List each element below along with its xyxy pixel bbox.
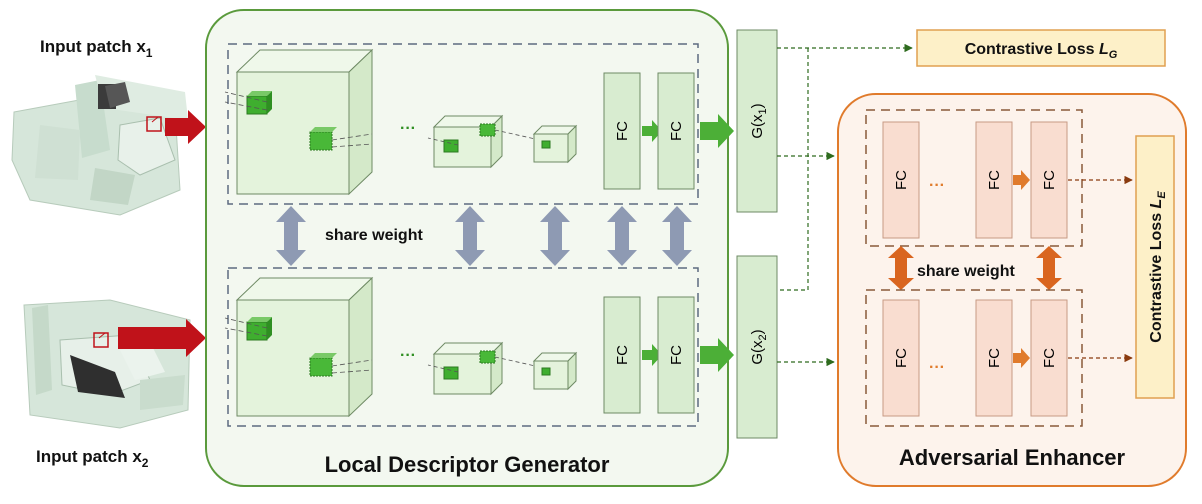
output-arrow-1 <box>700 114 734 148</box>
ellipsis-2: ··· <box>400 347 416 364</box>
point-cloud-2 <box>23 299 191 429</box>
ellipsis-1: ··· <box>400 120 416 137</box>
contrastive-loss-enhancer: Contrastive Loss LE <box>1135 135 1175 399</box>
share-arrow-2 <box>455 206 485 266</box>
fc-arrow-1 <box>642 120 662 142</box>
descriptor-g-x2: G(x2) <box>736 255 778 439</box>
loss-le-label: Contrastive Loss LE <box>1148 191 1168 343</box>
generator-branch-1: ··· FC FC <box>224 43 699 205</box>
enhancer-title: Adversarial Enhancer <box>899 445 1126 470</box>
fc-block-1a <box>603 72 641 190</box>
enhancer-share-weight-label: share weight <box>917 263 1015 280</box>
enhancer-loss-connectors <box>1068 175 1133 363</box>
enhancer-fc-label-1c: FC <box>1041 170 1058 190</box>
conv-cube-large-1 <box>224 48 374 196</box>
generator-share-weight-label: share weight <box>325 227 423 244</box>
generator-branch-2: ··· FC FC <box>224 267 699 427</box>
enhancer-fc-2b <box>975 299 1013 417</box>
enhancer-fc-1c <box>1030 121 1068 239</box>
enhancer-fc-arrow-1 <box>1013 170 1030 190</box>
share-arrow-3 <box>540 206 570 266</box>
loss-lg-label: Contrastive Loss LG <box>965 41 1118 61</box>
conv-cube-medium-2 <box>427 341 541 396</box>
conv-cube-large-2 <box>224 276 374 418</box>
enhancer-fc-2c <box>1030 299 1068 417</box>
enhancer-container <box>837 93 1187 487</box>
fc-label-2b: FC <box>668 345 685 365</box>
generator-title: Local Descriptor Generator <box>325 452 610 477</box>
fc-block-1b <box>657 72 695 190</box>
input-patch-2: Input patch x2 <box>23 299 206 470</box>
output-arrow-2 <box>700 338 734 372</box>
loss-connectors <box>777 43 913 367</box>
fc-block-2a <box>603 296 641 414</box>
fc-label-2a: FC <box>614 345 631 365</box>
share-arrow-1 <box>276 206 306 266</box>
enhancer-fc-label-2c: FC <box>1041 348 1058 368</box>
share-arrow-4 <box>607 206 637 266</box>
input-patch-1: Input patch x1 <box>11 37 206 216</box>
fc-arrow-2 <box>642 344 662 366</box>
local-descriptor-generator: Local Descriptor Generator ··· <box>205 9 729 487</box>
enhancer-fc-label-2a: FC <box>893 348 910 368</box>
point-cloud-1 <box>11 75 188 216</box>
enhancer-fc-2a <box>882 299 920 417</box>
enhancer-ellipsis-2: ··· <box>929 359 945 376</box>
enhancer-fc-label-1a: FC <box>893 170 910 190</box>
input-patch-2-label: Input patch x2 <box>36 447 149 470</box>
generator-share-weight: share weight <box>276 206 692 266</box>
enhancer-branch-1-frame <box>865 109 1083 247</box>
enhancer-fc-label-2b: FC <box>986 348 1003 368</box>
branch-2-frame <box>227 267 699 427</box>
enhancer-fc-1b <box>975 121 1013 239</box>
enhancer-share-arrow-1 <box>888 246 914 290</box>
fc-block-2b <box>657 296 695 414</box>
enhancer-branch-2-frame <box>865 289 1083 427</box>
contrastive-loss-generator: Contrastive Loss LG <box>916 29 1166 67</box>
conv-cube-small-2 <box>532 351 578 391</box>
conv-cube-small-1 <box>532 124 578 164</box>
descriptor-g-x1-label: G(x1) <box>749 103 769 138</box>
enhancer-fc-arrow-2 <box>1013 348 1030 368</box>
fc-label-1a: FC <box>614 121 631 141</box>
share-arrow-5 <box>662 206 692 266</box>
descriptor-g-x2-label: G(x2) <box>749 329 769 364</box>
enhancer-ellipsis-1: ··· <box>929 177 945 194</box>
descriptor-g-x1: G(x1) <box>736 29 778 213</box>
fc-label-1b: FC <box>668 121 685 141</box>
enhancer-share-arrow-2 <box>1036 246 1062 290</box>
enhancer-fc-label-1b: FC <box>986 170 1003 190</box>
enhancer-fc-1a <box>882 121 920 239</box>
input-arrow-1 <box>165 110 206 144</box>
input-patch-1-label: Input patch x1 <box>40 37 153 60</box>
adversarial-enhancer: Adversarial Enhancer FC ··· FC FC share … <box>837 93 1187 487</box>
conv-cube-medium-1 <box>427 114 541 169</box>
input-arrow-2 <box>118 319 206 357</box>
